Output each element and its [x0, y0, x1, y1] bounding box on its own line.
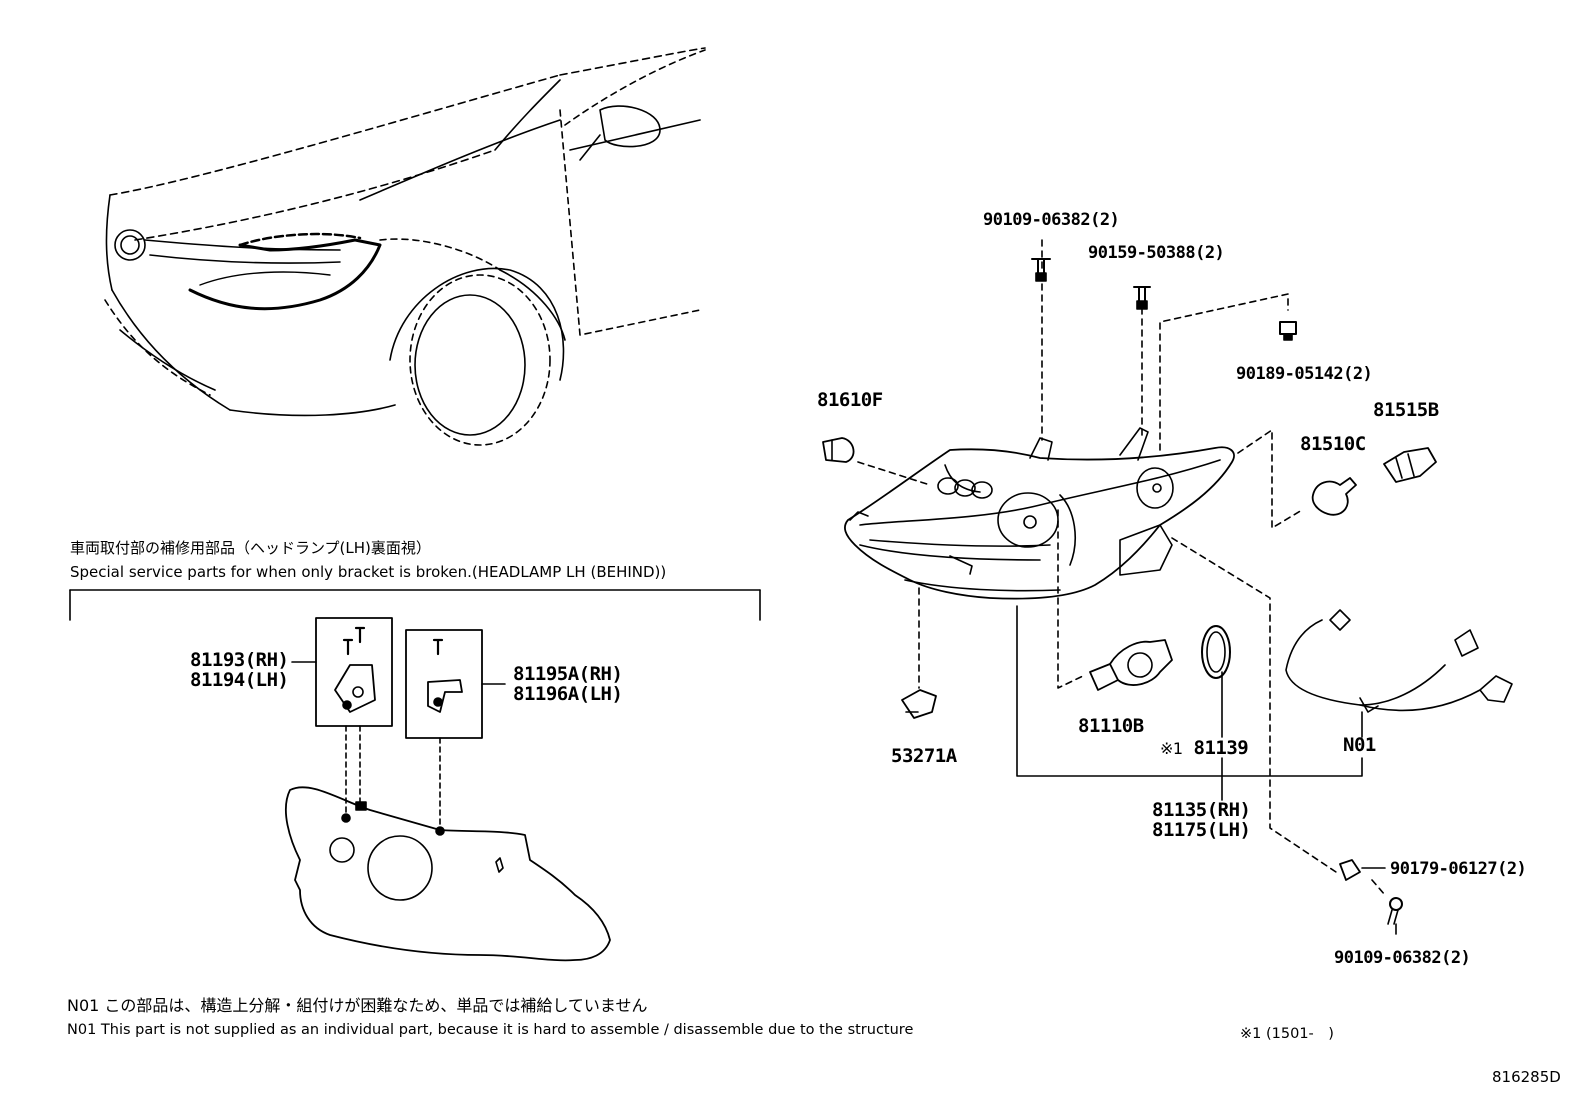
- part-53271a: 53271A: [891, 745, 957, 767]
- part-81510c: 81510C: [1300, 433, 1366, 455]
- part-90109-top: 90109-06382(2): [983, 210, 1120, 230]
- headlamp-back-housing: [285, 786, 611, 962]
- part-81194: 81194(LH): [190, 669, 289, 691]
- special-service-section: [69, 589, 761, 621]
- special-service-title-jp: 車両取付部の補修用部品（ヘッドランプ(LH)裏面視）: [70, 539, 431, 557]
- part-81196a: 81196A(LH): [513, 683, 623, 705]
- bulb-81610f-icon: [822, 437, 855, 463]
- part-81193: 81193(RH): [190, 649, 289, 671]
- label-81195a-81196a: 81195A(RH) 81196A(LH): [513, 663, 623, 705]
- part-90189: 90189-05142(2): [1236, 364, 1373, 384]
- part-81110b: 81110B: [1078, 715, 1144, 737]
- part-90109-bottom: 90109-06382(2): [1334, 948, 1471, 968]
- oring-81139-icon: [1201, 625, 1231, 679]
- part-81139-label: ※1 81139: [1160, 737, 1249, 759]
- clip-53271a-icon: [901, 689, 937, 719]
- part-81135: 81135(RH): [1152, 799, 1251, 821]
- socket-81515b-icon: [1383, 447, 1437, 483]
- label-81193-81194: 81193(RH) 81194(LH): [190, 649, 289, 691]
- n01-note-jp: N01 この部品は、構造上分解・組付けが困難なため、単品では補給していません: [67, 996, 648, 1015]
- bolt-90109-top-icon: [1031, 258, 1051, 282]
- bolt-90109-bottom-icon: [1387, 897, 1403, 935]
- main-leaders: [857, 239, 1386, 896]
- n01-note-en: N01 This part is not supplied as an indi…: [67, 1022, 914, 1038]
- bracket-box-81195a: [405, 629, 506, 739]
- part-90159: 90159-50388(2): [1088, 243, 1225, 263]
- part-n01: N01: [1343, 734, 1376, 756]
- part-81195a: 81195A(RH): [513, 663, 623, 685]
- headlamp-assembly: [844, 427, 1235, 600]
- wire-harness-n01-icon: [1285, 609, 1513, 713]
- part-81139-mark: ※1: [1160, 739, 1183, 758]
- part-90179: 90179-06127(2): [1390, 859, 1527, 879]
- car-front-illustration: [104, 47, 706, 446]
- part-81139: 81139: [1193, 737, 1249, 759]
- bracket-box-81193: [291, 617, 393, 727]
- label-81135-81175: 81135(RH) 81175(LH): [1152, 799, 1251, 841]
- part-81515b: 81515B: [1373, 399, 1439, 421]
- diagram-id: 816285D: [1492, 1068, 1561, 1086]
- part-81175: 81175(LH): [1152, 819, 1251, 841]
- bolt-90159-icon: [1133, 286, 1151, 310]
- clip-90179-icon: [1339, 859, 1386, 881]
- nut-90189-icon: [1279, 321, 1297, 341]
- bulb-81510c-icon: [1311, 477, 1357, 516]
- part-81610f: 81610F: [817, 389, 883, 411]
- assy-bracket-lines: [1016, 605, 1363, 801]
- footnote: ※1 (1501- ): [1240, 1026, 1334, 1042]
- bulb-81110b-icon: [1089, 639, 1173, 691]
- special-service-title-en: Special service parts for when only brac…: [70, 563, 667, 581]
